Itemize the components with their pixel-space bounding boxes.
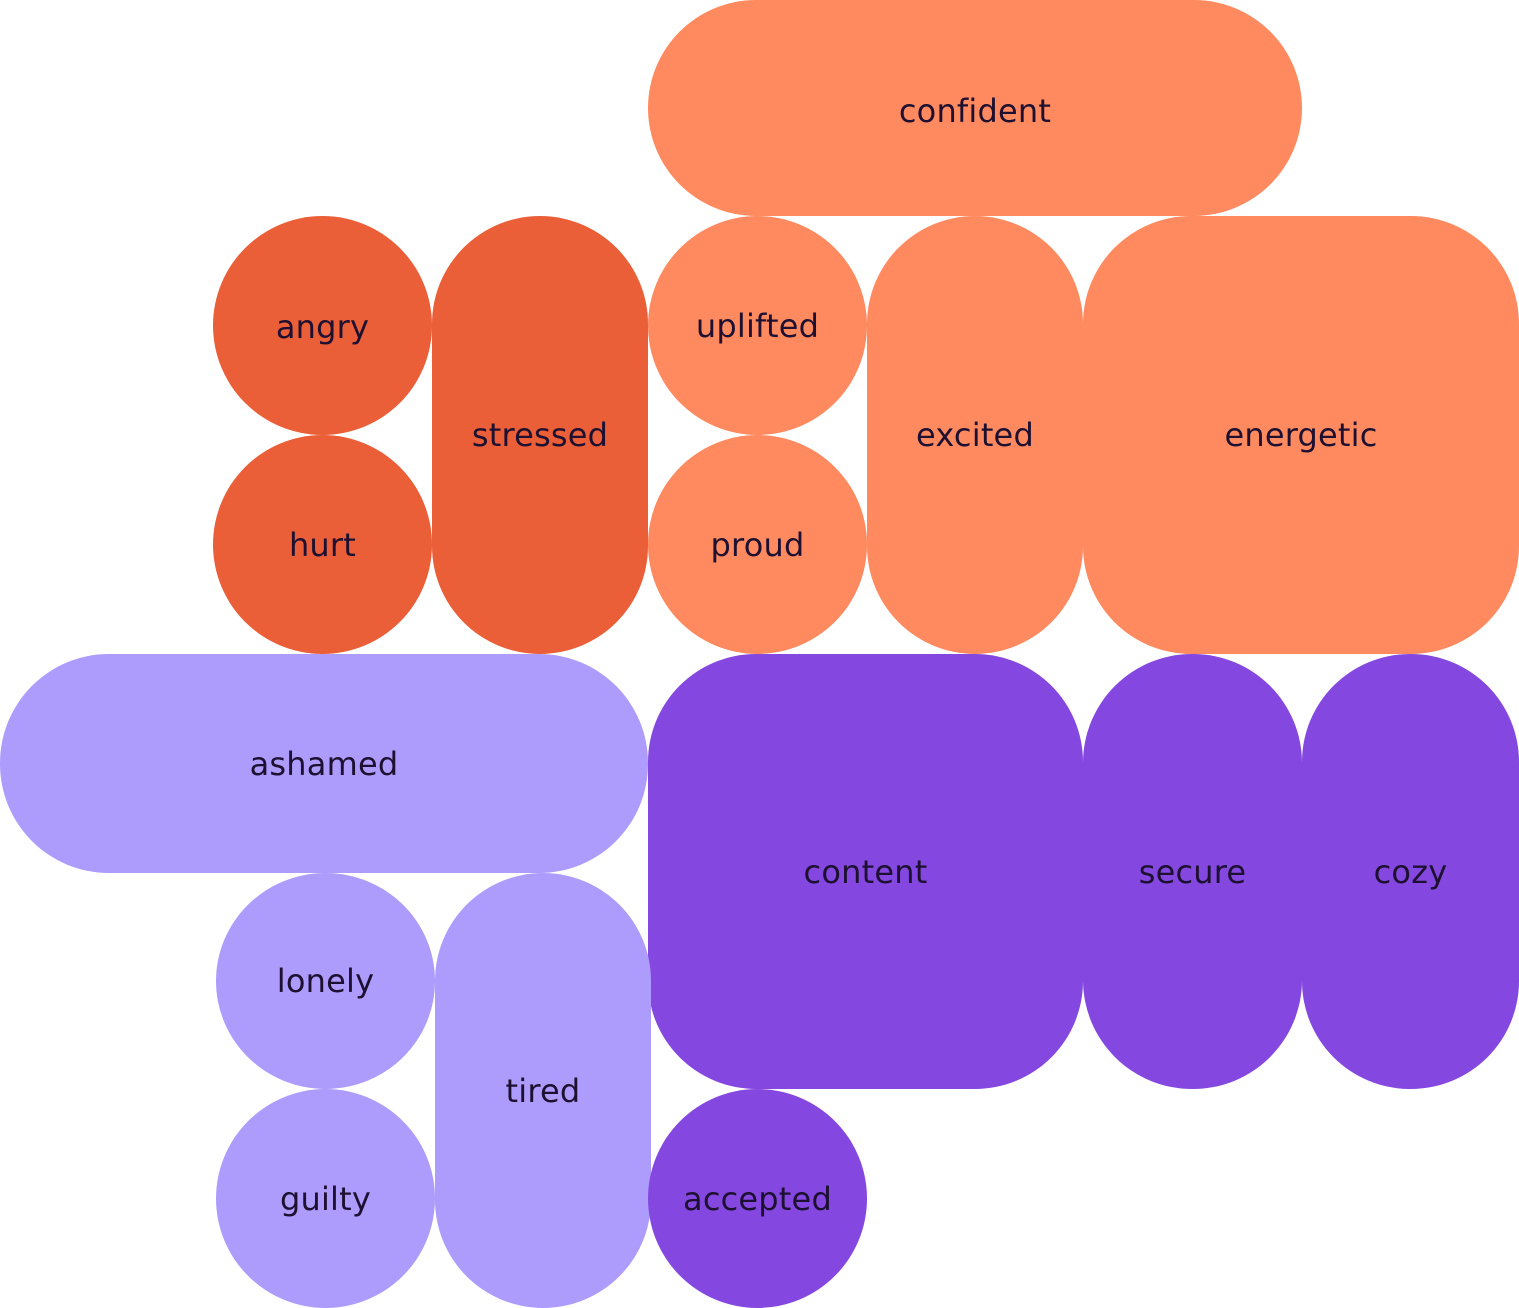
emotion-label: angry bbox=[275, 307, 370, 346]
emotion-label: guilty bbox=[279, 1179, 372, 1218]
emotion-label: excited bbox=[916, 416, 1034, 454]
emotion-chip-energetic[interactable]: energetic bbox=[1083, 216, 1519, 654]
emotion-chip-ashamed[interactable]: ashamed bbox=[0, 654, 648, 873]
emotion-chip-accepted[interactable]: accepted bbox=[648, 1089, 867, 1308]
emotion-chip-content[interactable]: content bbox=[648, 654, 1083, 1089]
emotion-chip-stressed[interactable]: stressed bbox=[432, 216, 648, 654]
emotion-chip-excited[interactable]: excited bbox=[867, 216, 1083, 654]
emotion-label: confident bbox=[898, 92, 1052, 130]
emotion-chip-angry[interactable]: angry bbox=[213, 216, 432, 435]
emotion-label: uplifted bbox=[695, 306, 820, 345]
emotion-label: stressed bbox=[471, 416, 609, 454]
emotion-chip-cozy[interactable]: cozy bbox=[1302, 654, 1519, 1089]
emotion-chip-uplifted[interactable]: uplifted bbox=[648, 216, 867, 435]
emotion-label: accepted bbox=[683, 1179, 832, 1218]
emotion-chip-tired[interactable]: tired bbox=[435, 873, 651, 1308]
emotion-chip-hurt[interactable]: hurt bbox=[213, 435, 432, 654]
emotion-label: tired bbox=[505, 1071, 581, 1110]
emotion-label: hurt bbox=[288, 525, 357, 564]
emotion-label: energetic bbox=[1224, 416, 1378, 454]
emotion-chip-lonely[interactable]: lonely bbox=[216, 873, 435, 1089]
emotion-chip-guilty[interactable]: guilty bbox=[216, 1089, 435, 1308]
emotion-label: content bbox=[803, 852, 928, 891]
emotion-chip-proud[interactable]: proud bbox=[648, 435, 867, 654]
emotion-chip-secure[interactable]: secure bbox=[1083, 654, 1302, 1089]
emotion-chip-confident[interactable]: confident bbox=[648, 0, 1302, 216]
emotion-label: proud bbox=[710, 525, 805, 564]
emotion-label: ashamed bbox=[249, 744, 399, 783]
emotion-label: lonely bbox=[276, 962, 375, 1000]
emotion-label: cozy bbox=[1373, 852, 1448, 891]
emotion-label: secure bbox=[1138, 852, 1247, 891]
